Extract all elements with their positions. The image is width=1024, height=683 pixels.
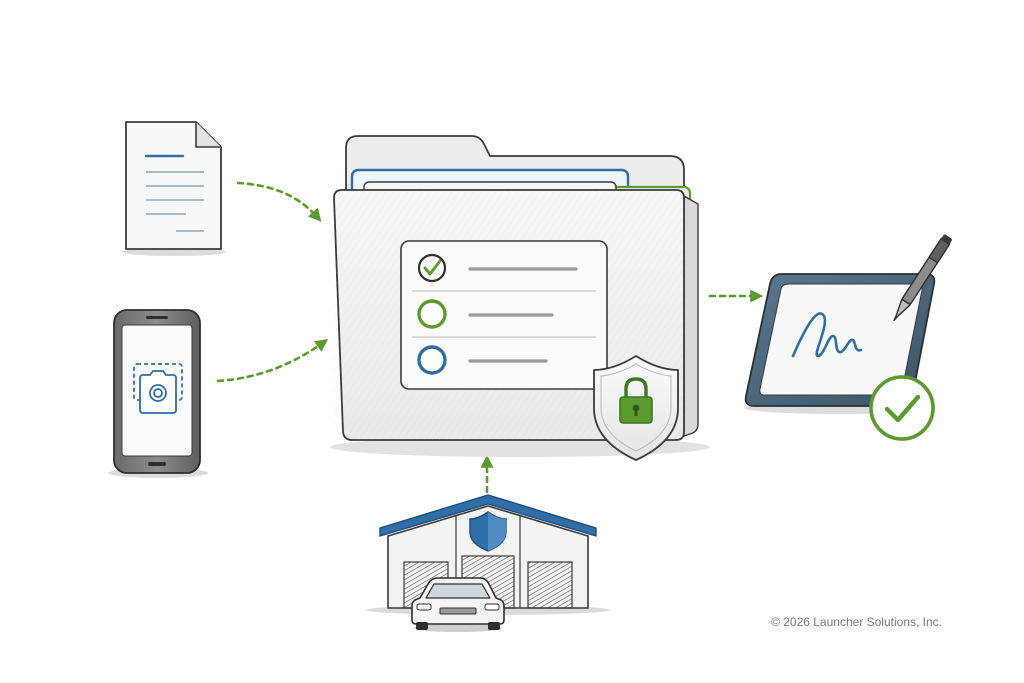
checklist-item-pending-blue xyxy=(417,345,548,375)
arrow-document-to-folder xyxy=(236,181,322,222)
document-icon xyxy=(122,121,226,256)
shield-lock-icon xyxy=(593,355,679,461)
phone-icon xyxy=(108,309,208,478)
checklist-item-checked xyxy=(417,253,578,283)
copyright-notice: © 2026 Launcher Solutions, Inc. xyxy=(771,615,942,629)
arrow-phone-to-folder xyxy=(216,338,329,383)
checklist-item-pending-green xyxy=(417,299,554,329)
check-circle-icon xyxy=(869,375,935,441)
checklist-icon xyxy=(400,240,608,390)
signature-icon xyxy=(791,312,863,358)
car-icon xyxy=(411,577,505,632)
flow-arrows xyxy=(216,181,764,494)
camera-icon xyxy=(133,363,183,414)
stylus-icon xyxy=(893,234,952,322)
